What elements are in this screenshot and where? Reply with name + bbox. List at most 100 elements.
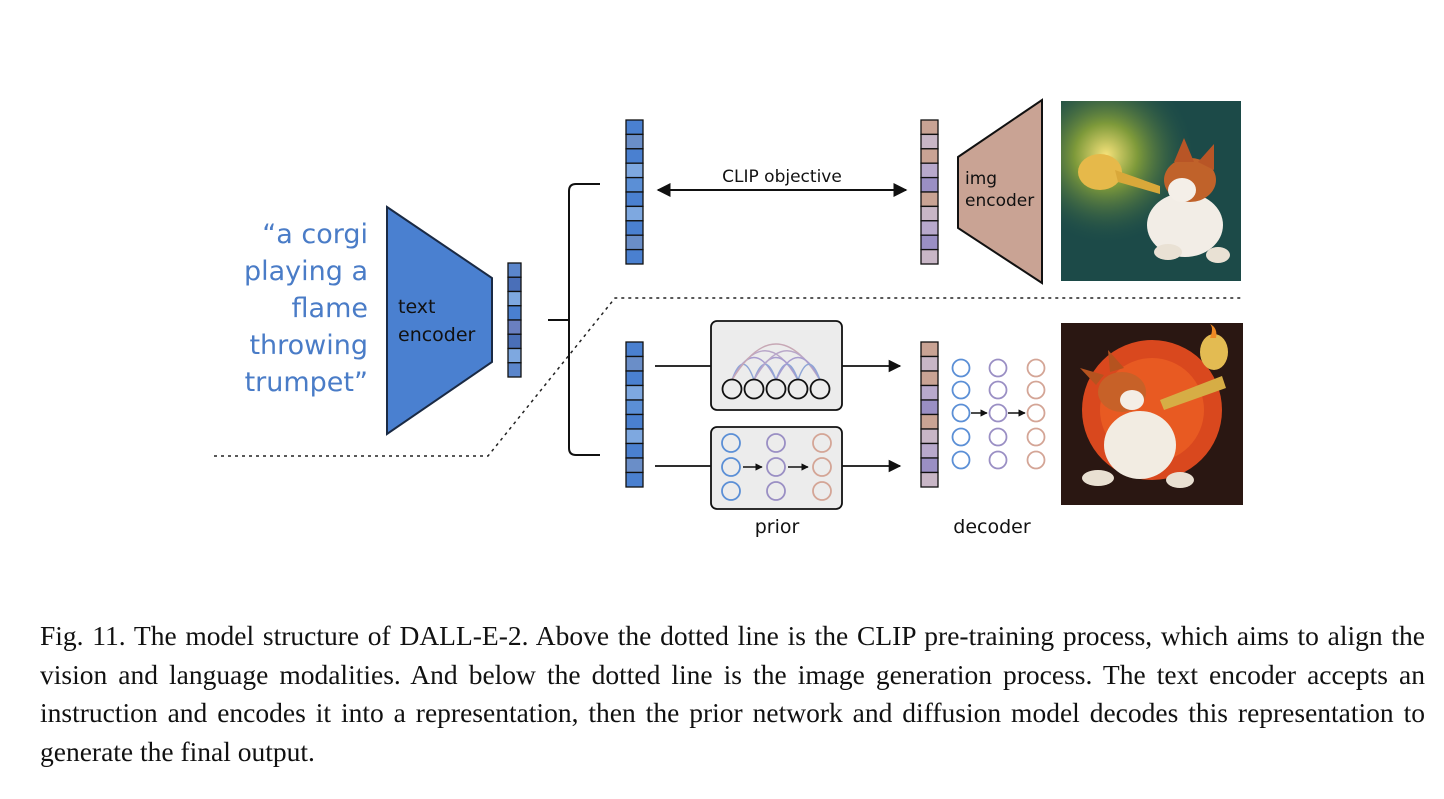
vector-cell [625, 428, 644, 445]
decoder-node [951, 358, 971, 378]
decoder-node [1026, 450, 1046, 470]
clip-image-embedding-vector [920, 119, 939, 265]
decoder-node [951, 450, 971, 470]
dalle2-diagram: “a corgi playing a flame throwing trumpe… [214, 98, 1243, 538]
figure-caption: Fig. 11. The model structure of DALL-E-2… [40, 620, 1425, 767]
img-encoder-block [957, 98, 1043, 285]
vector-cell [920, 119, 939, 136]
vector-cell [625, 399, 644, 416]
decoder-node [988, 427, 1008, 447]
vector-cell [625, 176, 644, 193]
vector-cell [507, 347, 522, 364]
vector-cell [625, 162, 644, 179]
prior-token-node [787, 378, 809, 400]
vector-cell [920, 220, 939, 236]
diffusion-node [766, 457, 786, 477]
prior-token-node [809, 378, 831, 400]
vector-cell [920, 205, 939, 222]
vector-cell [920, 457, 939, 474]
vector-cell [920, 413, 939, 430]
branch-bracket [548, 183, 600, 456]
vector-cell [920, 355, 939, 372]
decoder-node [988, 358, 1008, 378]
prior-autoregressive-box [710, 320, 843, 411]
vector-cell [507, 305, 522, 321]
vector-cell [625, 341, 644, 358]
decoder-node [951, 380, 971, 400]
vector-cell [625, 442, 644, 459]
vector-cell [625, 355, 644, 372]
decoder-node [988, 380, 1008, 400]
vector-cell [625, 370, 644, 387]
prior-token-node [765, 378, 787, 400]
diffusion-node [812, 433, 832, 453]
prompt-line: flame [292, 293, 368, 324]
decoder-label: decoder [953, 516, 1031, 538]
prompt-text: “a corgi playing a flame throwing trumpe… [244, 219, 368, 398]
diffusion-node [721, 457, 741, 477]
decoder-node [1026, 403, 1046, 423]
vector-cell [920, 176, 939, 193]
vector-cell [920, 133, 939, 150]
vector-cell [920, 148, 939, 164]
vector-cell [625, 457, 644, 474]
prior-input-vector [625, 341, 644, 488]
vector-cell [625, 148, 644, 164]
attention-arc [775, 356, 821, 381]
vector-cell [625, 191, 644, 208]
corgi-trumpet-image-bottom [1061, 323, 1243, 505]
vector-cell [625, 471, 644, 488]
prior-token-node [743, 378, 765, 400]
vector-cell [625, 234, 644, 251]
prompt-line: playing a [244, 256, 368, 287]
text-embedding-vector [507, 262, 522, 378]
vector-cell [920, 341, 939, 358]
vector-cell [625, 119, 644, 136]
text-encoder-block [386, 205, 493, 436]
vector-cell [507, 276, 522, 293]
vector-cell [920, 248, 939, 265]
prior-diffusion-box [710, 426, 843, 510]
vector-cell [507, 362, 522, 378]
diffusion-node [766, 433, 786, 453]
vector-cell [920, 234, 939, 251]
img-encoder-label-line2: encoder [965, 191, 1034, 211]
vector-cell [920, 428, 939, 445]
prompt-line: throwing [249, 330, 368, 361]
prior-arrows [655, 359, 902, 473]
vector-cell [625, 384, 644, 401]
decoder-node [988, 450, 1008, 470]
vector-cell [507, 333, 522, 350]
img-encoder-label-line1: img [965, 169, 997, 189]
diffusion-node [812, 481, 832, 501]
vector-cell [920, 471, 939, 488]
vector-cell [920, 191, 939, 208]
vector-cell [625, 413, 644, 430]
vector-cell [920, 399, 939, 416]
text-encoder-label-line1: text [398, 296, 436, 318]
diffusion-node [721, 481, 741, 501]
vector-cell [625, 133, 644, 150]
attention-arc [797, 363, 821, 381]
diffusion-node [766, 481, 786, 501]
text-encoder-label-line2: encoder [398, 324, 476, 346]
clip-text-embedding-vector [625, 119, 644, 265]
clip-objective-label: CLIP objective [722, 167, 842, 187]
decoder-diffusion-nodes [951, 358, 1046, 470]
diffusion-node [721, 433, 741, 453]
prior-token-node [721, 378, 743, 400]
diffusion-node [812, 457, 832, 477]
vector-cell [625, 205, 644, 222]
vector-cell [507, 262, 522, 278]
prompt-line: “a corgi [262, 219, 368, 250]
vector-cell [920, 384, 939, 401]
vector-cell [507, 290, 522, 307]
decoder-node [1026, 427, 1046, 447]
prior-label: prior [755, 516, 800, 538]
decoder-node [1026, 358, 1046, 378]
prompt-line: trumpet” [245, 367, 368, 398]
decoder-node [1026, 380, 1046, 400]
decoder-input-vector [920, 341, 939, 488]
vector-cell [920, 370, 939, 387]
vector-cell [507, 319, 522, 335]
